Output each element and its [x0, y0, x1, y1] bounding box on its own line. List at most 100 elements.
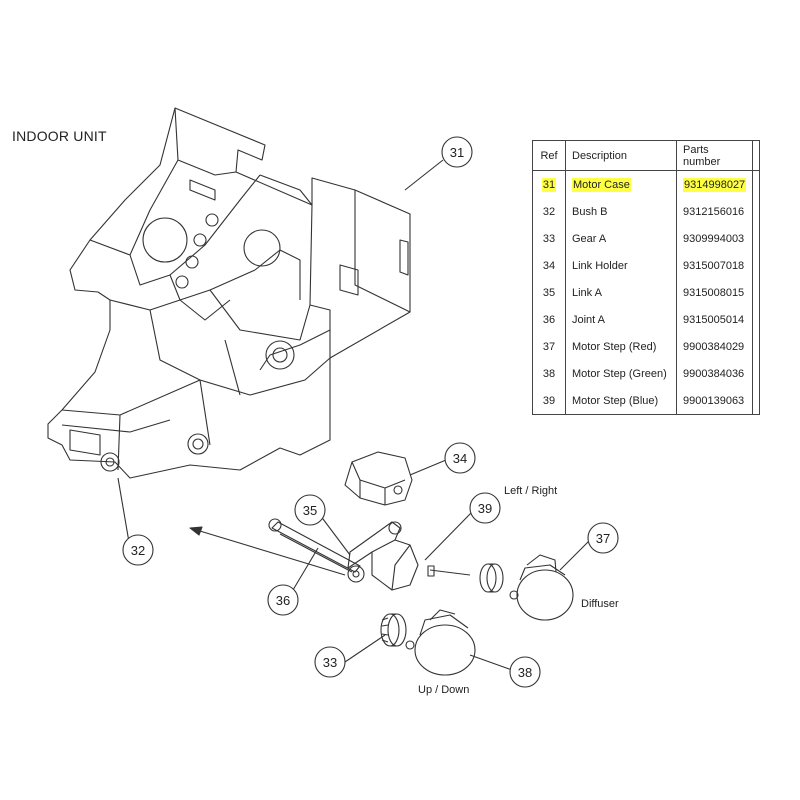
row-description: Motor Case	[565, 170, 677, 198]
row-description-text: Joint A	[572, 313, 606, 326]
header-description: Description	[565, 140, 677, 171]
row-parts-number-text: 9315005014	[683, 313, 745, 326]
callout-number: 32	[131, 543, 145, 558]
row-spacer	[752, 279, 761, 306]
callout-31: 31	[441, 136, 473, 168]
link-drawing	[347, 521, 471, 591]
row-spacer	[752, 387, 761, 415]
row-description-text: Link Holder	[572, 259, 628, 272]
motor-37-drawing	[509, 554, 574, 621]
table-row: 39 Motor Step (Blue) 9900139063	[532, 387, 761, 415]
row-ref-text: 32	[542, 205, 556, 218]
row-parts-number: 9315007018	[675, 252, 754, 279]
header-parts-number: Parts number	[675, 140, 754, 171]
row-description: Motor Step (Green)	[565, 360, 677, 387]
callout-35: 35	[294, 494, 326, 526]
header-spacer	[752, 140, 761, 171]
row-parts-number-text: 9309994003	[683, 232, 745, 245]
row-parts-number: 9900384036	[675, 360, 754, 387]
row-description: Motor Step (Blue)	[565, 387, 677, 415]
row-ref: 33	[532, 225, 566, 252]
annotation-left-right: Left / Right	[504, 485, 558, 497]
callout-33: 33	[314, 646, 346, 678]
row-ref-text: 33	[542, 232, 556, 245]
row-parts-number: 9312156016	[675, 198, 754, 225]
callout-number: 31	[450, 145, 464, 160]
row-parts-number-text: 9900139063	[683, 394, 745, 407]
row-ref: 34	[532, 252, 566, 279]
row-ref-text: 35	[542, 286, 556, 299]
row-ref: 36	[532, 306, 566, 333]
row-ref-text: 34	[542, 259, 556, 272]
row-ref: 32	[532, 198, 566, 225]
row-spacer	[752, 198, 761, 225]
row-parts-number: 9314998027	[675, 170, 754, 198]
row-description: Link Holder	[565, 252, 677, 279]
row-parts-number: 9900384029	[675, 333, 754, 360]
callout-number: 39	[478, 501, 492, 516]
gear-small-drawing	[479, 563, 504, 593]
table-row: 31 Motor Case 9314998027	[532, 170, 761, 198]
row-description-text: Gear A	[572, 232, 607, 245]
row-spacer	[752, 333, 761, 360]
row-description: Gear A	[565, 225, 677, 252]
link-holder-drawing	[344, 451, 413, 506]
callout-number: 38	[518, 665, 532, 680]
row-ref-text: 36	[542, 313, 556, 326]
motor-38-drawing	[405, 609, 476, 676]
callout-34: 34	[444, 442, 476, 474]
table-row: 33 Gear A 9309994003	[532, 225, 761, 252]
callout-number: 35	[303, 503, 317, 518]
row-spacer	[752, 252, 761, 279]
row-description: Bush B	[565, 198, 677, 225]
callout-number: 36	[276, 593, 290, 608]
row-ref: 31	[532, 170, 566, 198]
callout-36: 36	[267, 584, 299, 616]
row-ref-text: 31	[541, 177, 557, 192]
leader-lines	[117, 159, 591, 671]
row-parts-number: 9315008015	[675, 279, 754, 306]
section-title: INDOOR UNIT	[12, 128, 107, 144]
row-parts-number-text: 9315007018	[683, 259, 745, 272]
row-spacer	[752, 170, 761, 198]
callout-39: 39	[469, 492, 501, 524]
table-row: 38 Motor Step (Green) 9900384036	[532, 360, 761, 387]
callout-37: 37	[587, 522, 619, 554]
row-parts-number: 9315005014	[675, 306, 754, 333]
parts-table-header: Ref Description Parts number	[532, 140, 761, 171]
row-parts-number-text: 9900384029	[683, 340, 745, 353]
row-parts-number: 9900139063	[675, 387, 754, 415]
row-ref: 39	[532, 387, 566, 415]
row-description-text: Link A	[572, 286, 602, 299]
row-ref: 35	[532, 279, 566, 306]
annotation-diffuser: Diffuser	[581, 598, 619, 610]
row-description: Link A	[565, 279, 677, 306]
row-ref-text: 38	[542, 367, 556, 380]
row-parts-number-text: 9900384036	[683, 367, 745, 380]
direction-arrow-head	[189, 526, 203, 536]
row-description-text: Motor Case	[572, 177, 631, 192]
table-row: 37 Motor Step (Red) 9900384029	[532, 333, 761, 360]
gear-a-drawing	[380, 613, 407, 647]
row-spacer	[752, 225, 761, 252]
direction-arrow-line	[189, 527, 346, 576]
row-spacer	[752, 306, 761, 333]
parts-table: Ref Description Parts number 31 Motor Cas…	[532, 140, 761, 415]
joint-drawing	[268, 518, 365, 583]
row-description-text: Motor Step (Red)	[572, 340, 657, 353]
callout-number: 34	[453, 451, 467, 466]
row-ref-text: 37	[542, 340, 556, 353]
row-description: Motor Step (Red)	[565, 333, 677, 360]
table-row: 35 Link A 9315008015	[532, 279, 761, 306]
callout-number: 37	[596, 531, 610, 546]
row-parts-number-text: 9315008015	[683, 286, 745, 299]
callout-number: 33	[323, 655, 337, 670]
motor-case-drawing	[47, 107, 411, 479]
row-parts-number: 9309994003	[675, 225, 754, 252]
callout-32: 32	[122, 534, 154, 566]
row-description-text: Motor Step (Blue)	[572, 394, 659, 407]
row-ref: 37	[532, 333, 566, 360]
row-ref-text: 39	[542, 394, 556, 407]
